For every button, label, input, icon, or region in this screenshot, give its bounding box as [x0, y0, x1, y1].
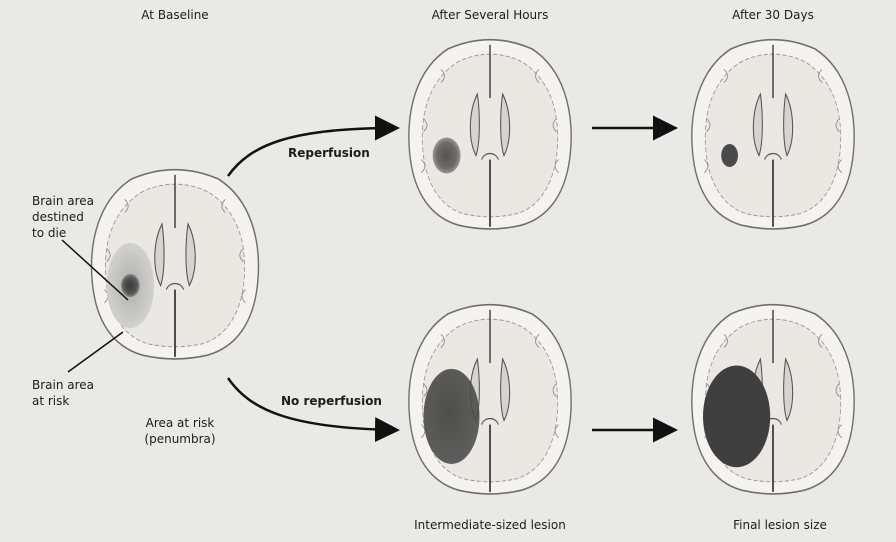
brain-30days-no-reperfusion	[692, 305, 854, 494]
label-destined-3: to die	[32, 226, 66, 241]
label-destined-2: destined	[32, 210, 84, 225]
label-final-lesion: Final lesion size	[715, 518, 845, 533]
pointer-risk	[68, 332, 123, 372]
label-reperfusion: Reperfusion	[288, 146, 370, 161]
core-lesion	[121, 274, 140, 297]
brain-hours-no-reperfusion	[409, 305, 571, 494]
column-title-30days: After 30 Days	[698, 8, 848, 23]
lesion-intermediate	[424, 369, 480, 464]
column-title-baseline: At Baseline	[100, 8, 250, 23]
label-risk-1: Brain area	[32, 378, 94, 393]
column-title-hours: After Several Hours	[405, 8, 575, 23]
label-no-reperfusion: No reperfusion	[281, 394, 382, 409]
label-penumbra-2: (penumbra)	[120, 432, 240, 447]
lesion-small-30days	[721, 144, 738, 167]
brain-hours-reperfusion	[409, 40, 571, 229]
label-destined-1: Brain area	[32, 194, 94, 209]
lesion-small-hours	[433, 137, 461, 173]
label-intermediate-lesion: Intermediate-sized lesion	[400, 518, 580, 533]
brain-30days-reperfusion	[692, 40, 854, 229]
label-penumbra-1: Area at risk	[120, 416, 240, 431]
lesion-final	[703, 366, 770, 468]
brain-baseline	[92, 170, 259, 359]
label-risk-2: at risk	[32, 394, 69, 409]
